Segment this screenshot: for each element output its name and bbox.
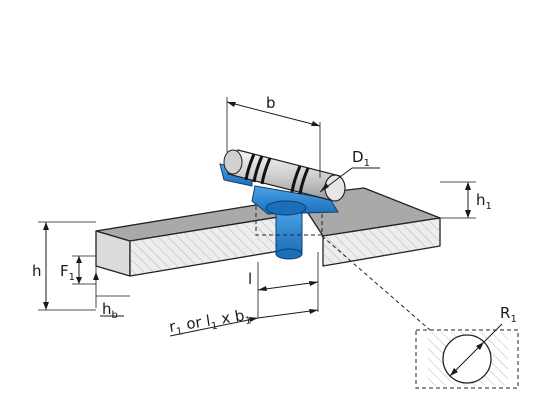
dim-b: b [226, 94, 321, 178]
plate-right-hatch [323, 218, 440, 266]
detail-frame [415, 329, 519, 389]
dim-h1: h1 [440, 181, 492, 219]
bolt-bottom [275, 248, 303, 260]
label-f1: F1 [60, 262, 75, 283]
label-l: l [248, 270, 252, 288]
clamp-ring [265, 200, 307, 216]
label-h: h [32, 262, 42, 280]
dim-l: l [248, 252, 319, 318]
detail-leader [321, 235, 431, 331]
bolt-shank [275, 209, 303, 255]
plate-left-hatch [130, 214, 297, 276]
rod-end-right [324, 174, 346, 202]
dim-r1: r1 or l1 x b1 [168, 305, 319, 339]
dim-f1: F1 [60, 255, 96, 285]
rod-end-left [223, 149, 243, 175]
label-r1-or-l1-x-b1: r1 or l1 x b1 [168, 305, 253, 339]
plate-left [95, 203, 298, 277]
dim-hb: hb [93, 266, 130, 321]
dim-d1: D1 [319, 148, 380, 193]
label-d1: D1 [352, 148, 370, 169]
detail-view: R1 [415, 304, 519, 389]
dim-h: h [32, 221, 96, 311]
rod [223, 149, 346, 202]
label-hb: hb [102, 300, 118, 321]
label-h1: h1 [476, 191, 492, 212]
clamp-bands [244, 153, 310, 195]
label-b: b [266, 94, 276, 112]
label-r1: R1 [500, 304, 517, 325]
